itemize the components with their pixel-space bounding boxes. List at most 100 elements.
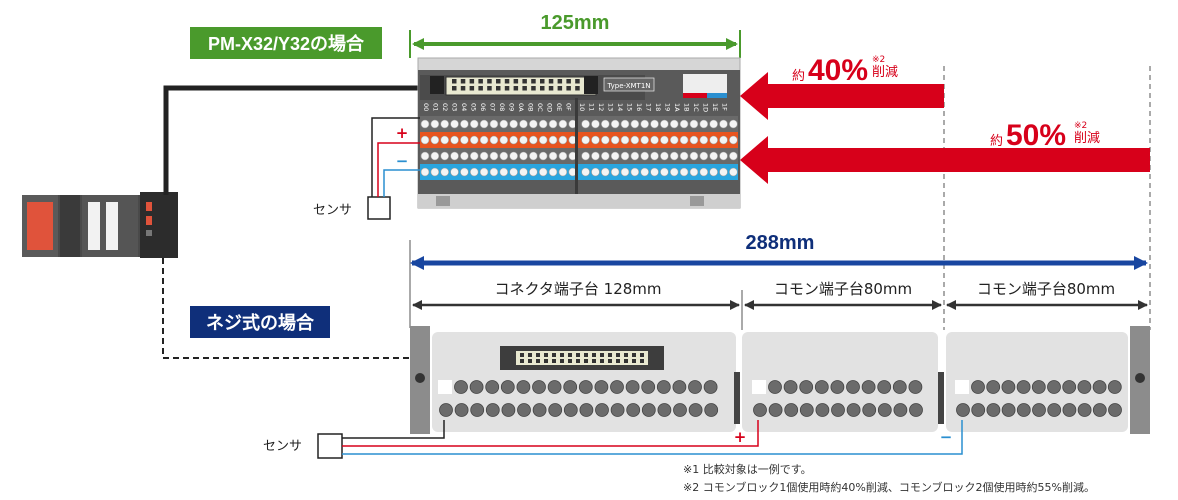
connector-pin [460, 86, 466, 91]
pm-case-label: PM-X32/Y32の場合 [208, 33, 365, 54]
screw-terminal [846, 380, 860, 394]
screw-terminal [1108, 403, 1122, 417]
terminal-number: 1E [711, 103, 719, 111]
terminal-number: 0B [527, 103, 535, 112]
spring-terminal [489, 167, 499, 177]
screw-terminal [846, 403, 861, 417]
spring-terminal [660, 119, 669, 129]
screw-terminal [986, 380, 1001, 394]
spring-terminal [430, 135, 440, 145]
common-block-1-label: コモン端子台80mm [774, 280, 912, 298]
spring-terminal [679, 119, 689, 129]
screw-terminal [815, 403, 830, 417]
spring-terminal [630, 119, 640, 129]
spring-terminal [709, 167, 718, 177]
screw-terminal [501, 403, 516, 417]
terminal-number: 06 [479, 103, 487, 111]
spring-terminal [440, 151, 450, 161]
cable-solid [163, 85, 418, 195]
screw-terminal [579, 403, 594, 417]
terminal-number: 16 [635, 103, 643, 111]
spring-terminal [489, 151, 499, 161]
spring-terminal [509, 135, 518, 145]
connector-pin [536, 359, 540, 363]
connector-pin [640, 359, 644, 363]
connector-pin [557, 86, 563, 91]
terminal-number: 12 [597, 103, 605, 111]
spring-terminal [699, 119, 709, 129]
screw-terminal [986, 403, 1001, 417]
screw-terminal [578, 380, 593, 394]
connector-pin [632, 359, 636, 363]
spring-terminal [650, 167, 659, 177]
r50-prefix: 約 [990, 134, 1003, 149]
spring-terminal [519, 119, 528, 129]
terminal-row [420, 148, 738, 164]
connector-pin [616, 353, 620, 357]
sensor-bottom-box [317, 433, 343, 459]
screw-terminal [469, 380, 484, 394]
connector-pin [560, 353, 564, 357]
spring-terminal [610, 167, 620, 177]
spring-terminal [729, 151, 738, 161]
spring-terminal [620, 167, 630, 177]
spring-terminal [430, 151, 440, 161]
spring-terminal [591, 135, 600, 145]
connector-block-label: コネクタ端子台 128mm [494, 280, 661, 298]
terminal-number: 0C [536, 103, 544, 112]
screw-terminal [703, 380, 718, 394]
spring-terminal [479, 167, 489, 177]
connector-pin [566, 79, 571, 84]
spring-terminal [548, 167, 558, 177]
screw-terminal [956, 403, 970, 417]
connector-pin [584, 359, 588, 363]
connector-pin [520, 353, 524, 357]
screw-terminal [688, 380, 702, 394]
wire-bottom-black [342, 420, 445, 439]
connector-pin [531, 79, 536, 84]
screw-terminal [862, 403, 877, 417]
connector-pin [568, 353, 572, 357]
pm-case-box [190, 27, 382, 59]
plus-top: + [396, 124, 409, 142]
spring-terminal [679, 135, 689, 145]
terminal-number: 08 [498, 103, 506, 111]
terminal-number: 1C [692, 103, 700, 112]
terminal-number: 17 [645, 103, 653, 111]
spring-terminal [719, 135, 728, 145]
terminal-plate [955, 380, 969, 394]
spring-terminal [538, 167, 548, 177]
spring-terminal [640, 135, 650, 145]
connector-pin [566, 86, 571, 91]
spring-terminal [499, 151, 509, 161]
connector-pin [548, 79, 554, 84]
terminal-number: 00 [422, 103, 430, 111]
spring-terminal [699, 151, 709, 161]
connector-pin [557, 79, 563, 84]
spring-terminal [650, 135, 659, 145]
spring-terminal [460, 135, 469, 145]
screw-terminal [1062, 403, 1077, 417]
spring-terminal [529, 151, 538, 161]
screw-terminal [1092, 380, 1107, 394]
terminal-number: 15 [626, 103, 634, 111]
connector-pin [504, 79, 510, 84]
screw-terminal-assembly [410, 326, 1150, 434]
minus-top: − [396, 152, 409, 170]
spring-terminal [719, 119, 728, 129]
plc-red-panel [27, 202, 53, 250]
connector-pin [576, 353, 580, 357]
connector-pin [608, 353, 612, 357]
spring-terminal [660, 167, 669, 177]
spring-terminal [499, 135, 509, 145]
spring-terminal [689, 167, 699, 177]
spring-terminal [581, 151, 590, 161]
terminal-number: 0A [517, 103, 525, 112]
terminal-number: 19 [664, 103, 672, 111]
screw-terminal [704, 403, 719, 417]
connector-pin [528, 353, 532, 357]
spring-terminal [640, 167, 650, 177]
screw-terminal [500, 380, 515, 394]
spring-terminal [479, 119, 489, 129]
spring-terminal [519, 151, 528, 161]
